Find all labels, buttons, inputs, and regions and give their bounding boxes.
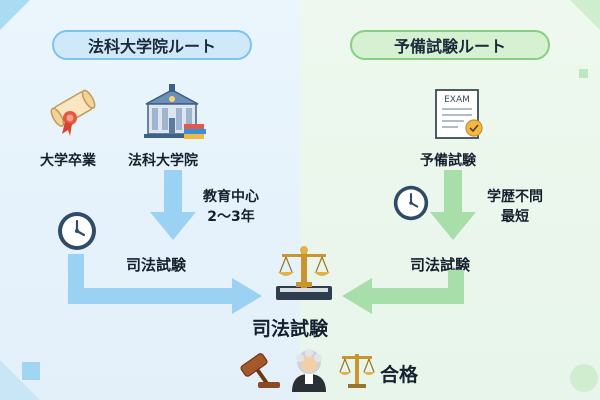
step-university-graduation: 大学卒業	[40, 153, 96, 169]
law-school-exam-label: 司法試験	[126, 256, 187, 274]
scales-icon	[339, 354, 375, 388]
corner-decoration-bottom-right	[570, 364, 598, 392]
law-school-to-exam-arrow	[68, 254, 262, 314]
goal-exam-label: 司法試験	[252, 318, 329, 340]
preliminary-note-line1: 学歴不問	[487, 189, 543, 205]
scales-of-justice-book-icon	[276, 246, 332, 300]
step-law-school: 法科大学院	[128, 153, 198, 169]
law-school-route-title: 法科大学院ルート	[52, 30, 252, 60]
diploma-scroll-icon	[50, 89, 96, 136]
preliminary-route-title: 予備試験ルート	[350, 30, 550, 60]
step-preliminary-exam: 予備試験	[420, 153, 476, 169]
exam-certificate-text: EXAM	[444, 95, 470, 105]
law-school-route-background	[0, 0, 300, 400]
preliminary-note-line2: 最短	[501, 209, 529, 225]
sparkle-decoration	[579, 69, 588, 78]
gavel-icon	[240, 353, 280, 388]
corner-decoration-top-left	[0, 0, 30, 30]
judge-icon	[292, 349, 326, 392]
law-school-note-line2: 2〜3年	[207, 209, 255, 225]
law-school-building-icon	[144, 84, 206, 139]
clock-icon	[58, 212, 96, 250]
corner-decoration-top-right	[570, 0, 600, 30]
law-school-down-arrow	[150, 170, 196, 240]
pass-label: 合格	[380, 364, 419, 386]
preliminary-to-exam-arrow	[342, 270, 464, 314]
preliminary-exam-label: 司法試験	[410, 256, 471, 274]
corner-decoration-bottom-left	[0, 360, 40, 400]
exam-certificate-icon: EXAM	[435, 89, 483, 139]
law-school-note-line1: 教育中心	[203, 189, 259, 205]
preliminary-down-arrow	[430, 170, 476, 240]
clock-icon	[393, 185, 429, 221]
